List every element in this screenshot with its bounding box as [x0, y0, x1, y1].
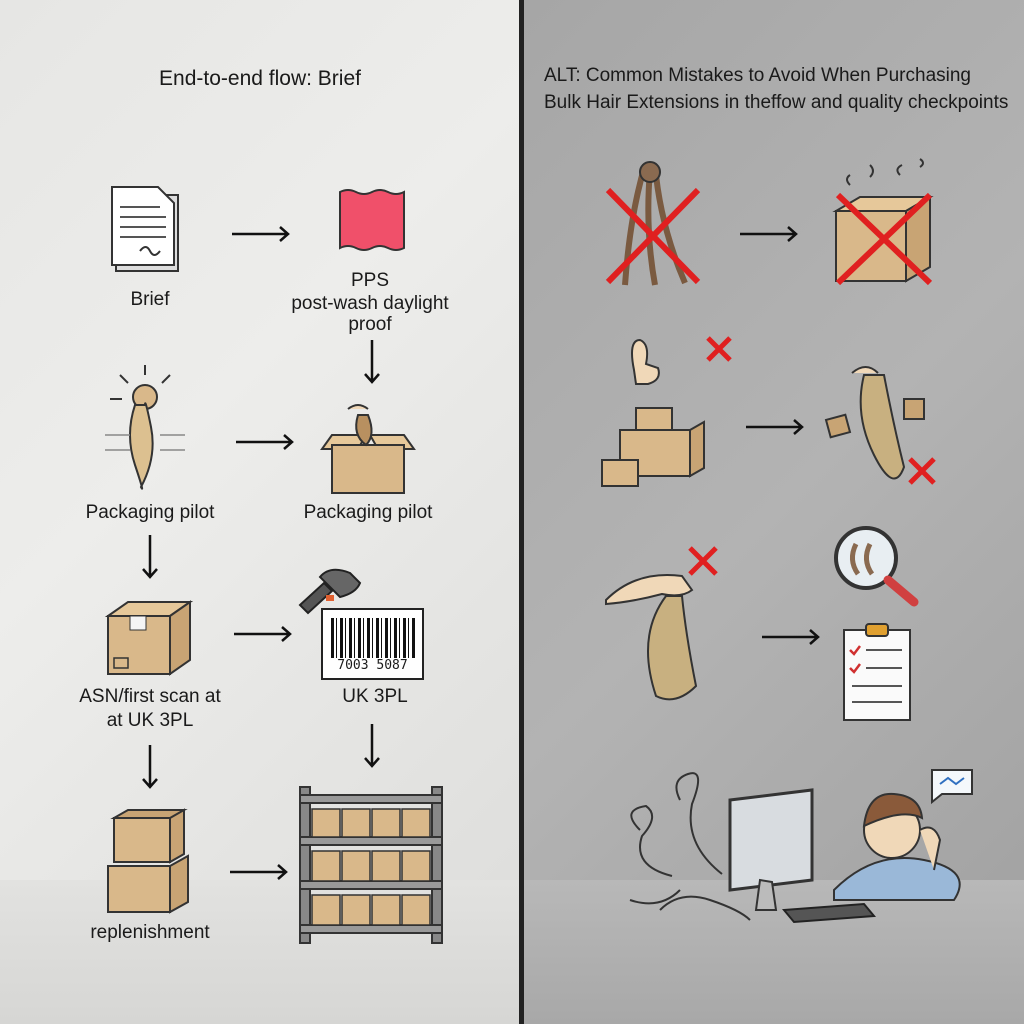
uk3pl-label: UK 3PL: [342, 686, 408, 707]
left-title: End-to-end flow: Brief: [159, 67, 361, 90]
arrow-right-icon: [232, 226, 290, 242]
packaging-pilot-right-label: Packaging pilot: [303, 502, 433, 523]
magnifier-icon: [834, 526, 919, 607]
pps-sub-label-2: proof: [348, 314, 392, 335]
arrow-right-icon: [746, 419, 804, 435]
arrow-down-icon: [364, 724, 380, 768]
warehouse-shelf-icon: [299, 786, 443, 944]
panel-divider: [519, 0, 524, 1024]
arrow-down-icon: [142, 535, 158, 579]
arrow-right-icon: [230, 864, 288, 880]
replenishment-label: replenishment: [90, 922, 210, 943]
arrow-down-icon: [364, 340, 380, 384]
right-panel: ALT: Common Mistakes to Avoid When Purch…: [524, 0, 1024, 1024]
packaging-pilot-left-label: Packaging pilot: [85, 502, 215, 523]
checklist-icon: [843, 623, 911, 721]
arrow-right-icon: [236, 434, 294, 450]
arrow-right-icon: [234, 626, 292, 642]
barcode-number: 7003 5087: [337, 658, 408, 673]
barcode-label: 7003 5087: [321, 608, 424, 680]
asn-label-1: ASN/first scan at: [79, 686, 221, 707]
pps-sub-label: post-wash daylight: [291, 293, 449, 314]
asn-label-2: at UK 3PL: [106, 710, 194, 731]
pps-label: PPS: [350, 270, 390, 291]
damaged-boxes-icon: [601, 336, 732, 487]
barcode-bars: [331, 618, 416, 658]
arrow-down-icon: [142, 745, 158, 789]
frustrated-user-at-computer-illustration: [629, 769, 973, 924]
falling-hair-icon: [824, 366, 936, 485]
arrow-right-icon: [740, 226, 798, 242]
barcode-scanner-icon: [298, 568, 362, 615]
open-box-icon: [320, 404, 416, 494]
stacked-boxes-icon: [107, 808, 189, 914]
right-title-line-1: ALT: Common Mistakes to Avoid When Purch…: [544, 65, 971, 86]
hand-hair-icon: [605, 546, 718, 701]
document-icon: [111, 186, 179, 272]
fabric-swatch-icon: [339, 189, 405, 251]
crossed-hair-icon: [605, 161, 701, 286]
left-panel: End-to-end flow: Brief Brief PPS post-wa…: [0, 0, 520, 1024]
right-title-line-2: Bulk Hair Extensions in theffow and qual…: [544, 92, 1009, 113]
brief-label: Brief: [130, 289, 170, 310]
shipping-box-icon: [104, 600, 194, 676]
crossed-box-icon: [832, 158, 934, 286]
arrow-right-icon: [762, 629, 820, 645]
hair-bundle-icon: [105, 365, 185, 490]
